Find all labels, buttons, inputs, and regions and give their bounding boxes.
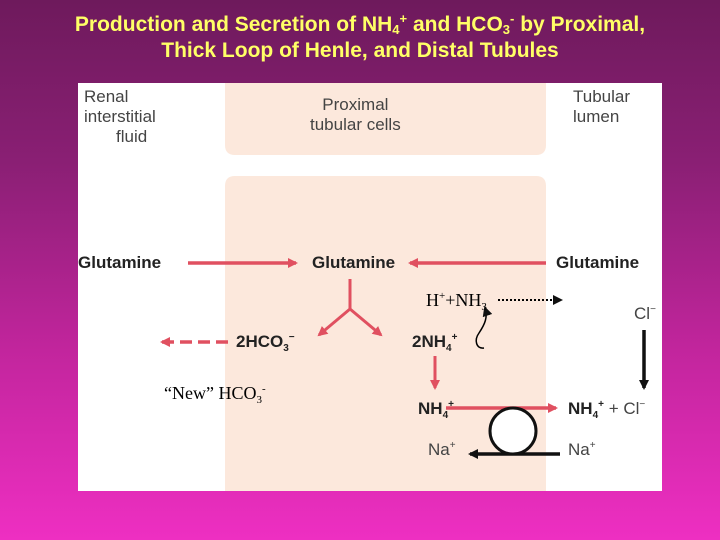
title-line-2: Thick Loop of Henle, and Distal Tubules [161, 39, 559, 62]
hco3-product-label: 2HCO3− [236, 332, 295, 354]
h-nh3-label: H++NH3 [426, 290, 487, 313]
antiporter-circle [488, 406, 538, 456]
na-lumen-label: Na+ [568, 440, 596, 459]
split-to-hco3 [317, 307, 351, 337]
title-line-1: Production and Secretion of NH4+ and HCO… [74, 11, 646, 37]
equilibrium-arrow [475, 306, 493, 349]
diagram-figure: Renal interstitial fluid Proximal tubula… [78, 83, 662, 491]
proximal-cell [225, 176, 546, 491]
glutamine-cell-label: Glutamine [312, 253, 396, 272]
glutamine-interstitial-label: Glutamine [78, 253, 162, 272]
tubular-lumen-label: Tubular lumen [573, 87, 631, 126]
nh4-lumen-label: NH4+ + Cl− [568, 399, 646, 421]
diagram-graphics [160, 83, 649, 491]
na-cell-label: Na+ [428, 440, 456, 459]
chloride-top-label: Cl− [634, 304, 656, 323]
glutamine-lumen-label: Glutamine [556, 253, 640, 272]
nh4-product-label: 2NH4+ [412, 332, 458, 354]
slide-title: Production and Secretion of NH4+ and HCO… [0, 12, 720, 64]
proximal-tubular-cells-label: Proximal tubular cells [310, 95, 401, 134]
nh4-cell-label: NH4+ [418, 399, 454, 421]
upper-cell [225, 83, 546, 155]
split-to-nh4 [349, 307, 383, 337]
renal-interstitial-fluid-label: Renal interstitial fluid [84, 87, 156, 146]
new-hco3-label: “New” HCO3- [164, 383, 266, 406]
